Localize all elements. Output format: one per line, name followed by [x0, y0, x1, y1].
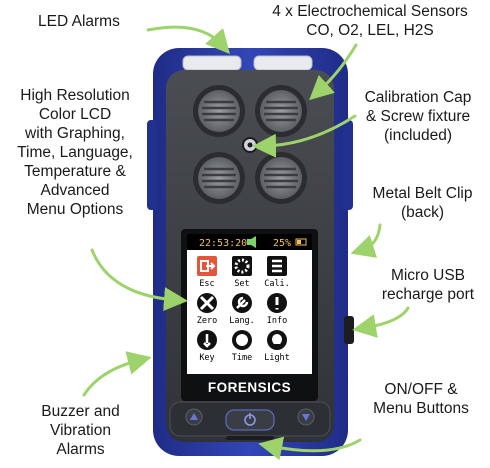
- callout-sensors-line-2: CO, O2, LEL, H2S: [306, 22, 434, 39]
- callout-buzzer: Buzzer and Vibration Alarms: [18, 402, 143, 459]
- menu-item-label: Lang.: [229, 316, 255, 326]
- callout-usb: Micro USB recharge port: [368, 266, 488, 304]
- menu-item-set[interactable]: Set: [232, 256, 252, 289]
- menu-item-esc[interactable]: Esc: [197, 256, 217, 289]
- arrow-usb: [352, 306, 410, 338]
- wrench-icon-glyph: [236, 296, 249, 309]
- arrow-sensors: [309, 43, 358, 101]
- gears-icon-glyph: [234, 258, 250, 274]
- arrow-lcd: [90, 248, 188, 312]
- brand-name: FORENSICS: [208, 380, 291, 395]
- micro-usb-port[interactable]: [344, 316, 354, 344]
- callout-lcd-line-4: Time, Language,: [17, 144, 133, 161]
- menu-item-cali[interactable]: Cali.: [264, 256, 290, 289]
- clock-icon-glyph: [236, 334, 248, 346]
- menu-item-label: Set: [234, 279, 249, 289]
- menu-item-time[interactable]: Time: [232, 330, 252, 363]
- list-icon-glyph: [272, 259, 282, 273]
- callout-sensors: 4 x Electrochemical Sensors CO, O2, LEL,…: [255, 2, 485, 40]
- callout-usb-line-2: recharge port: [381, 286, 475, 303]
- callout-lcd-line-6: Advanced: [40, 182, 110, 199]
- menu-item-label: Cali.: [264, 279, 290, 289]
- callout-calibration-line-3: (included): [383, 127, 453, 144]
- menu-item-label: Info: [267, 316, 287, 326]
- menu-item-label: Time: [232, 353, 252, 363]
- key-icon-glyph: [203, 334, 211, 348]
- callout-lcd: High Resolution Color LCD with Graphing,…: [0, 86, 150, 219]
- power-button[interactable]: [225, 409, 275, 431]
- menu-item-label: Light: [264, 353, 290, 363]
- callout-lcd-line-3: with Graphing,: [25, 125, 125, 142]
- arrow-led-alarms: [146, 25, 230, 55]
- menu-item-label: Zero: [197, 316, 217, 326]
- menu-up-button[interactable]: [185, 408, 203, 426]
- callout-calibration-line-1: Calibration Cap: [364, 89, 472, 106]
- arrow-buzzer: [82, 351, 152, 397]
- sensor-grille-3: [193, 152, 245, 204]
- menu-item-light[interactable]: Light: [264, 330, 290, 363]
- menu-item-label: Key: [199, 353, 214, 363]
- callout-belt-clip: Metal Belt Clip (back): [360, 184, 485, 222]
- callout-led-alarms: LED Alarms: [38, 12, 120, 31]
- menu-item-key[interactable]: Key: [197, 330, 217, 363]
- speaker-icon: [247, 236, 256, 248]
- callout-usb-line-1: Micro USB: [390, 267, 466, 284]
- callout-calibration-line-2: & Screw fixture: [365, 108, 471, 125]
- callout-led-alarms-text: LED Alarms: [38, 13, 120, 30]
- sensor-grille-2: [255, 85, 307, 137]
- arrow-belt-clip: [350, 223, 382, 258]
- callout-calibration: Calibration Cap & Screw fixture (include…: [348, 88, 488, 145]
- callout-onoff: ON/OFF & Menu Buttons: [355, 380, 487, 418]
- callout-onoff-line-1: ON/OFF &: [384, 381, 458, 398]
- callout-onoff-line-2: Menu Buttons: [373, 400, 469, 417]
- right-grip: [343, 120, 353, 210]
- menu-item-lang[interactable]: Lang.: [229, 293, 255, 326]
- callout-lcd-line-1: High Resolution: [20, 87, 130, 104]
- menu-item-label: Esc: [199, 279, 214, 289]
- led-left: [182, 55, 242, 71]
- callout-sensors-line-1: 4 x Electrochemical Sensors: [272, 3, 468, 20]
- sensor-grille-4: [255, 152, 307, 204]
- battery-icon: [295, 238, 307, 246]
- screen-battery: 25%: [273, 238, 291, 249]
- callout-belt-clip-line-1: Metal Belt Clip: [372, 185, 473, 202]
- callout-buzzer-line-2: Vibration: [50, 422, 111, 439]
- screen-time: 22:53:20: [199, 238, 247, 249]
- arrow-onoff: [258, 436, 362, 461]
- callout-belt-clip-line-2: (back): [400, 204, 445, 221]
- buzzer-slot: [226, 436, 274, 440]
- callout-lcd-line-5: Temperature &: [24, 163, 126, 180]
- menu-item-info[interactable]: Info: [267, 293, 287, 326]
- callout-buzzer-line-1: Buzzer and: [41, 403, 120, 420]
- exit-icon-glyph: [200, 260, 216, 272]
- menu-item-zero[interactable]: Zero: [197, 293, 217, 326]
- arrow-calibration: [252, 114, 357, 158]
- sensor-grille-1: [193, 85, 245, 137]
- left-grip: [147, 120, 157, 210]
- bulb-icon-glyph: [272, 334, 282, 344]
- callout-lcd-line-2: Color LCD: [38, 106, 112, 123]
- callout-buzzer-line-3: Alarms: [56, 441, 105, 458]
- callout-lcd-line-7: Menu Options: [26, 201, 124, 218]
- tools-icon-glyph: [199, 295, 215, 311]
- led-right: [253, 55, 313, 71]
- menu-down-button[interactable]: [297, 408, 315, 426]
